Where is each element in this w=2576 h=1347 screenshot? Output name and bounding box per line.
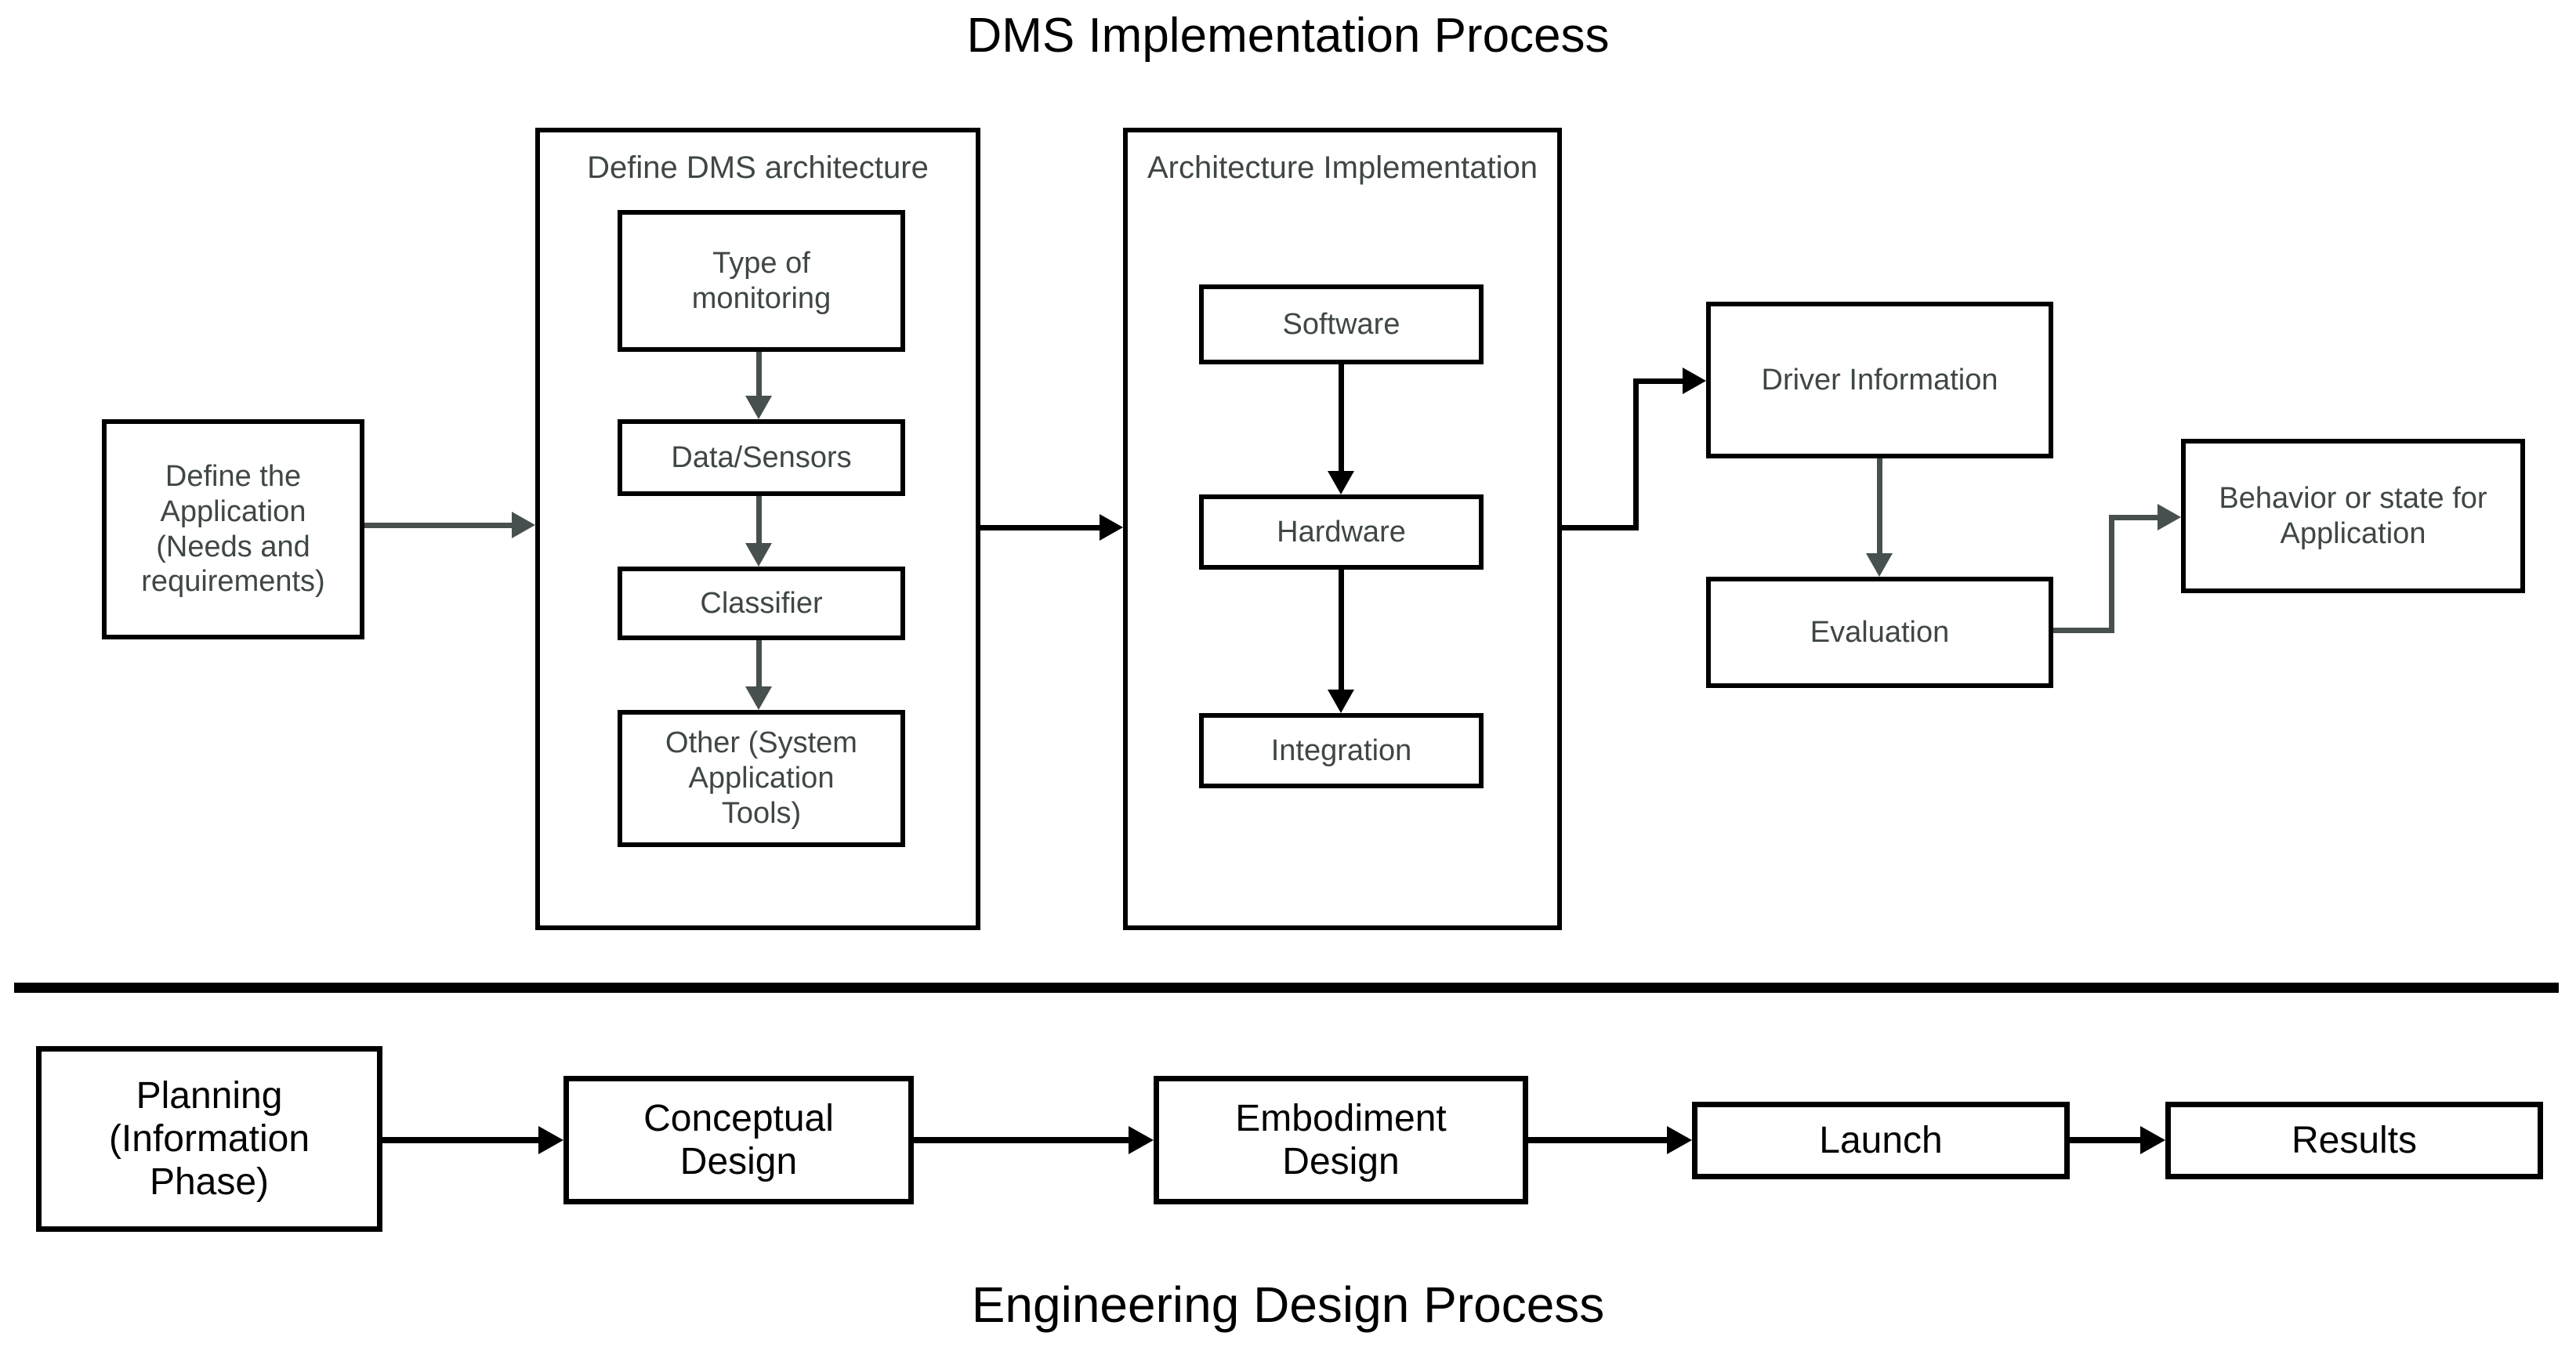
hardware-box: Hardware [1199,494,1484,570]
phase-dashed-line-1 [439,108,445,1266]
lane-divider [14,983,2559,993]
driver-information-box: Driver Information [1706,302,2053,458]
define-dms-architecture-label: Define DMS architecture [587,150,929,185]
software-box: Software [1199,284,1484,364]
launch-box: Launch [1692,1102,2070,1179]
type-of-monitoring-box: Type of monitoring [618,210,905,352]
conceptual-design-box: Conceptual Design [563,1076,914,1204]
architecture-implementation-label: Architecture Implementation [1147,150,1538,185]
results-box: Results [2165,1102,2543,1179]
behavior-or-state-box: Behavior or state for Application [2181,439,2525,593]
data-sensors-box: Data/Sensors [618,419,905,496]
classifier-box: Classifier [618,567,905,640]
planning-box: Planning (Information Phase) [36,1046,382,1232]
phase-dashed-line-2 [1044,105,1050,1262]
phase-dashed-line-4 [2125,105,2132,1262]
embodiment-design-box: Embodiment Design [1154,1076,1528,1204]
top-process-title: DMS Implementation Process [966,9,1610,63]
integration-box: Integration [1199,713,1484,788]
define-application-box: Define the Application (Needs and requir… [102,419,364,639]
evaluation-box: Evaluation [1706,577,2053,688]
phase-dashed-line-3 [1606,105,1612,1262]
bottom-process-title: Engineering Design Process [971,1276,1605,1333]
other-system-application-tools-box: Other (System Application Tools) [618,710,905,847]
